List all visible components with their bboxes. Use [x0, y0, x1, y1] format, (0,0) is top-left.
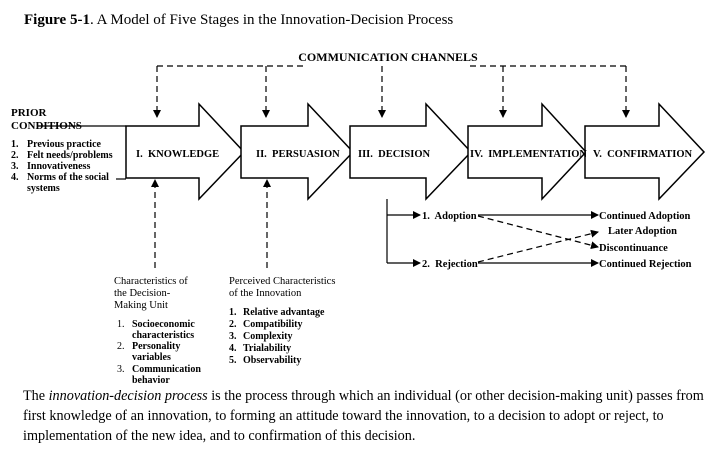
figure-caption-text: . A Model of Five Stages in the Innovati… — [89, 12, 454, 28]
innovation-item-4: Trialability — [243, 343, 291, 354]
adoption-to-discontinuance — [477, 215, 599, 250]
svg-text:PRIOR CONDITIONS: PRIOR CONDITIONS — [11, 107, 82, 132]
figure-description: The innovation-decision process is the p… — [23, 386, 713, 446]
outcome-later-adoption: Later Adoption — [608, 226, 677, 237]
innovation-num-5: 5. — [229, 355, 237, 366]
svg-text:1. 2. 3.: 1. 2. 3. — [117, 319, 127, 375]
stage-arrow-persuasion — [240, 102, 355, 201]
decision-adoption: 1. Adoption — [422, 211, 477, 222]
decision-branches — [386, 199, 599, 267]
innovation-item-5: Observability — [243, 355, 301, 366]
innovation-characteristics: Perceived Characteristics of the Innovat… — [229, 276, 338, 366]
prior-conditions-title-1: PRIOR — [11, 107, 48, 119]
decision-unit-item-1: Socioeconomic — [132, 319, 195, 330]
innovation-num-1: 1. — [229, 307, 237, 318]
prior-conditions-item-4b: systems — [27, 183, 60, 194]
decision-unit-num-2: 2. — [117, 341, 125, 352]
decision-unit-item-3b: behavior — [132, 375, 170, 386]
stage-arrow-decision — [349, 102, 473, 201]
svg-text:Socioeconomic characteri: Socioeconomic characteristics Personalit… — [132, 319, 203, 386]
innovation-num-2: 2. — [229, 319, 237, 330]
outcome-continued-adoption: Continued Adoption — [599, 211, 690, 222]
decision-unit-item-3: Communication — [132, 364, 201, 375]
channels-label: COMMUNICATION CHANNELS — [298, 50, 478, 64]
description-term: innovation-decision process — [48, 388, 208, 404]
decision-unit-title-3: Making Unit — [114, 300, 168, 311]
stage-label-confirmation: V. CONFIRMATION — [593, 149, 692, 160]
stage-labels: I. KNOWLEDGE II. PERSUASION III. DECISIO… — [136, 149, 692, 160]
innovation-title-2: of the Innovation — [229, 288, 302, 299]
prior-conditions-num-4: 4. — [11, 172, 19, 183]
decision-unit-title-2: the Decision- — [114, 288, 171, 299]
stage-arrows — [125, 102, 706, 201]
prior-conditions-item-4: Norms of the social — [27, 172, 109, 183]
svg-text:1. 2. 3. 4.: 1. 2. 3. 4. 5. — [229, 307, 239, 366]
prior-conditions-num-3: 3. — [11, 161, 19, 172]
innovation-num-3: 3. — [229, 331, 237, 342]
decision-unit-item-1b: characteristics — [132, 330, 194, 341]
decision-unit-characteristics: Characteristics of the Decision- Making … — [114, 276, 203, 386]
outcome-continued-rejection: Continued Rejection — [599, 259, 692, 270]
decision-unit-item-2: Personality — [132, 341, 180, 352]
svg-text:Characteristics of the D: Characteristics of the Decision- Making … — [114, 276, 190, 311]
characteristic-arrows — [151, 179, 271, 268]
decision-rejection: 2. Rejection — [422, 259, 478, 270]
innovation-title-1: Perceived Characteristics — [229, 276, 335, 287]
innovation-num-4: 4. — [229, 343, 237, 354]
outcome-discontinuance: Discontinuance — [599, 243, 668, 254]
decision-unit-num-1: 1. — [117, 319, 125, 330]
stage-arrow-implementation — [467, 102, 588, 201]
decision-labels: 1. Adoption 2. Rejection — [422, 211, 478, 270]
rejection-to-later-adoption — [477, 229, 599, 263]
stage-label-knowledge: I. KNOWLEDGE — [136, 149, 219, 160]
decision-unit-num-3: 3. — [117, 364, 125, 375]
innovation-item-2: Compatibility — [243, 319, 302, 330]
figure-caption: Figure 5-1. A Model of Five Stages in th… — [24, 12, 453, 29]
stage-arrow-confirmation — [584, 102, 706, 201]
innovation-item-3: Complexity — [243, 331, 292, 342]
stage-arrow-knowledge — [125, 102, 246, 201]
communication-channels — [153, 65, 630, 118]
prior-conditions-num-1: 1. — [11, 139, 19, 150]
decision-unit-item-2b: variables — [132, 352, 171, 363]
svg-text:1. 2. 3. 4.: 1. 2. 3. 4. — [11, 139, 21, 183]
prior-conditions-item-2: Felt needs/problems — [27, 150, 113, 161]
innovation-item-1: Relative advantage — [243, 307, 325, 318]
decision-unit-title-1: Characteristics of — [114, 276, 188, 287]
description-before: The — [23, 388, 49, 404]
svg-text:Previous practice Felt n: Previous practice Felt needs/problems In… — [27, 139, 115, 194]
prior-conditions-num-2: 2. — [11, 150, 19, 161]
description-after: is the process through which an individu… — [23, 388, 704, 444]
stage-label-implementation: IV. IMPLEMENTATION — [470, 149, 587, 160]
prior-conditions: PRIOR CONDITIONS 1. 2. 3. 4. Previous pr… — [11, 107, 126, 194]
stage-label-persuasion: II. PERSUASION — [256, 149, 340, 160]
prior-conditions-item-3: Innovativeness — [27, 161, 90, 172]
svg-text:Relative advantage Compa: Relative advantage Compatibility Complex… — [243, 307, 327, 366]
prior-conditions-item-1: Previous practice — [27, 139, 102, 150]
svg-text:Perceived Characteristics: Perceived Characteristics of the Innovat… — [229, 276, 338, 299]
stage-label-decision: III. DECISION — [358, 149, 430, 160]
figure-caption-label: Figure 5-1 — [24, 12, 90, 28]
outcome-labels: Continued Adoption Later Adoption Discon… — [599, 211, 692, 270]
